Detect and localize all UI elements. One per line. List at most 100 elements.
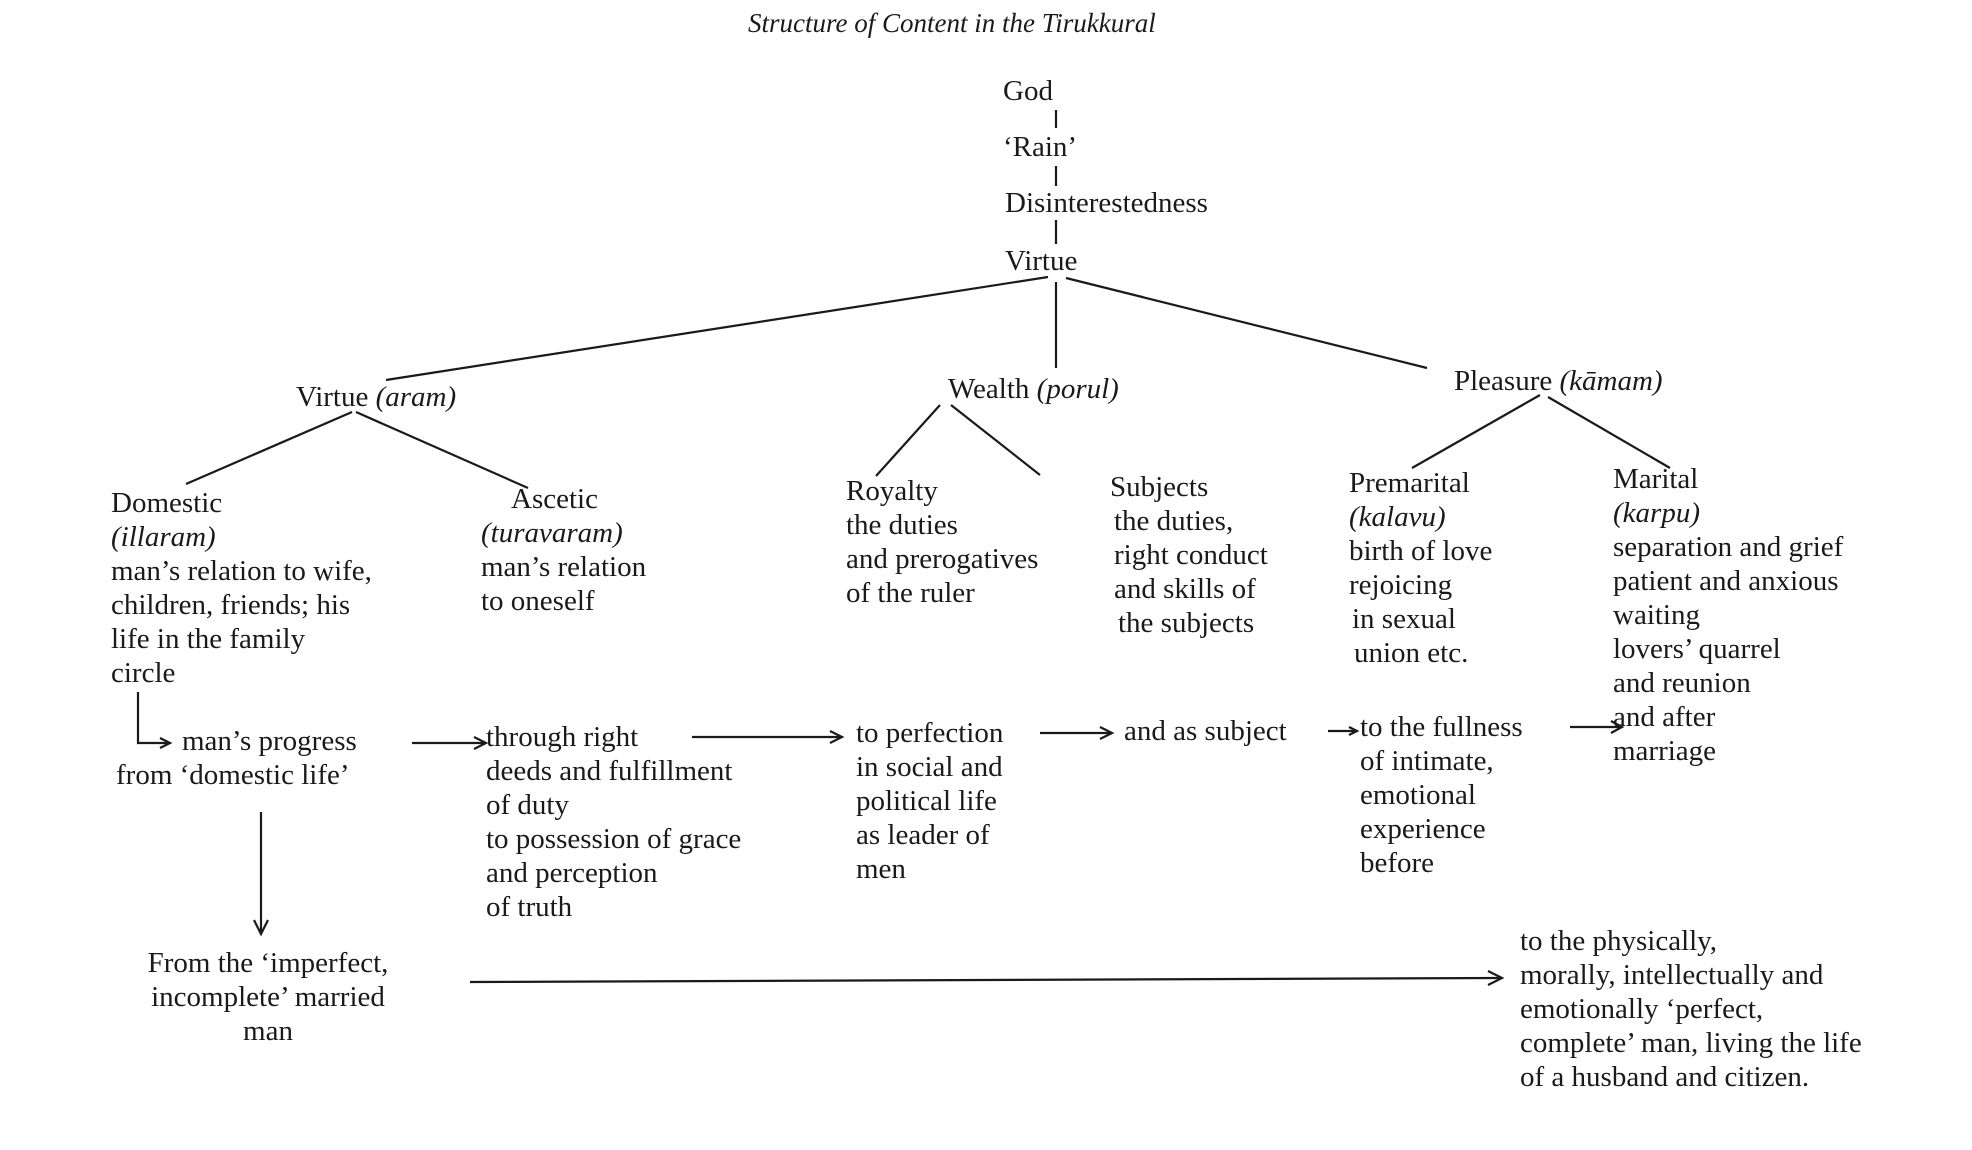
node-royalty: Royalty the duties and prerogatives of t… xyxy=(846,474,1038,610)
desc-line: the duties xyxy=(846,509,958,541)
progress-line: deeds and fulfillment xyxy=(486,755,733,787)
progress-step-fullness: to the fullness of intimate, emotional e… xyxy=(1360,710,1523,880)
branch-virtue-to-pleasure xyxy=(1065,276,1428,370)
subcategory-label: Subjects xyxy=(1110,471,1209,503)
node-god: God xyxy=(1003,75,1053,107)
arrowhead-circle-to-progress xyxy=(159,737,173,749)
progress-line: man’s progress xyxy=(182,725,357,757)
outcome-line: man xyxy=(243,1015,293,1047)
arrow-circle-to-progress xyxy=(136,692,168,745)
progress-line: experience xyxy=(1360,813,1486,845)
progress-line: of intimate, xyxy=(1360,745,1494,777)
arrowhead-right-deeds-to-perfection xyxy=(829,730,845,744)
node-marital: Marital (karpu) separation and grief pat… xyxy=(1613,462,1843,768)
progress-line: as leader of xyxy=(856,819,990,851)
subcategory-label: Premarital xyxy=(1349,467,1470,499)
subcategory-label: Royalty xyxy=(846,475,938,507)
desc-line: waiting xyxy=(1613,599,1700,631)
outcome-line: to the physically, xyxy=(1520,925,1718,957)
arrowhead-progress-to-outcome xyxy=(253,919,269,937)
node-subjects: Subjects the duties, right conduct and s… xyxy=(1110,470,1268,640)
desc-line: and after xyxy=(1613,701,1716,733)
desc-line: right conduct xyxy=(1114,539,1268,571)
node-domestic: Domestic (illaram) man’s relation to wif… xyxy=(111,486,372,690)
outcome-line: complete’ man, living the life xyxy=(1520,1027,1862,1059)
desc-line: and reunion xyxy=(1613,667,1751,699)
progress-line: in social and xyxy=(856,751,1003,783)
outcome-line: morally, intellectually and xyxy=(1520,959,1824,991)
arrowhead-fullness-to-after-marriage xyxy=(1610,720,1625,734)
subcategory-term: (karpu) xyxy=(1613,497,1700,529)
node-virtue-aram: Virtue (aram) xyxy=(296,380,456,414)
progress-line: emotional xyxy=(1360,779,1476,811)
outcome-line: emotionally ‘perfect, xyxy=(1520,993,1764,1025)
category-term: (aram) xyxy=(375,381,457,413)
subcategory-term: (turavaram) xyxy=(481,517,623,549)
node-disinterestedness: Disinterestedness xyxy=(1005,187,1208,219)
arrowhead-progress-to-right-deeds xyxy=(473,736,489,750)
node-wealth-porul: Wealth (porul) xyxy=(948,372,1119,406)
desc-line: patient and anxious xyxy=(1613,565,1839,597)
node-premarital: Premarital (kalavu) birth of love rejoic… xyxy=(1349,466,1492,670)
progress-line: men xyxy=(856,853,906,885)
progress-line: political life xyxy=(856,785,997,817)
progress-step-perfection: to perfection in social and political li… xyxy=(856,716,1003,886)
branch-pleasure-to-premarital xyxy=(1411,394,1541,469)
desc-line: man’s relation xyxy=(481,551,647,583)
arrow-imperfect-to-perfect xyxy=(469,976,1501,984)
diagram-title: Structure of Content in the Tirukkural xyxy=(748,8,1156,38)
arrowhead-imperfect-to-perfect xyxy=(1487,970,1505,986)
desc-line: union etc. xyxy=(1354,637,1469,669)
branch-aram-to-domestic xyxy=(185,410,353,486)
progress-line: and perception xyxy=(486,857,658,889)
branch-wealth-to-subjects xyxy=(950,404,1041,476)
progress-line: to the fullness xyxy=(1360,711,1523,743)
desc-line: and prerogatives xyxy=(846,543,1039,575)
desc-line: lovers’ quarrel xyxy=(1613,633,1781,665)
progress-line: from ‘domestic life’ xyxy=(116,759,350,791)
subcategory-label: Domestic xyxy=(111,487,223,519)
category-label: Pleasure xyxy=(1454,365,1553,397)
desc-line: to oneself xyxy=(481,585,595,617)
progress-line: through right xyxy=(486,721,639,753)
progress-line: of duty xyxy=(486,789,569,821)
outcome-imperfect-man: From the ‘imperfect, incomplete’ married… xyxy=(118,946,418,1048)
arrowhead-subject-to-fullness xyxy=(1348,726,1360,736)
branch-virtue-to-aram xyxy=(385,275,1049,382)
node-pleasure-kamam: Pleasure (kāmam) xyxy=(1454,364,1663,398)
desc-line: circle xyxy=(111,657,176,689)
category-label: Virtue xyxy=(296,381,369,413)
progress-line: to perfection xyxy=(856,717,1004,749)
branch-wealth-to-royalty xyxy=(875,404,941,477)
subcategory-term: (kalavu) xyxy=(1349,501,1446,533)
progress-line: and as subject xyxy=(1124,715,1287,747)
desc-line: in sexual xyxy=(1352,603,1456,635)
desc-line: and skills of xyxy=(1114,573,1256,605)
desc-line: birth of love xyxy=(1349,535,1493,567)
progress-line: to possession of grace xyxy=(486,823,742,855)
outcome-line: of a husband and citizen. xyxy=(1520,1061,1810,1093)
category-label: Wealth xyxy=(948,373,1030,405)
desc-line: man’s relation to wife, xyxy=(111,555,372,587)
progress-line: of truth xyxy=(486,891,573,923)
desc-line: separation and grief xyxy=(1613,531,1844,563)
node-rain: ‘Rain’ xyxy=(1003,131,1078,163)
progress-line: before xyxy=(1360,847,1435,879)
desc-line: of the ruler xyxy=(846,577,975,609)
subcategory-label: Marital xyxy=(1613,463,1699,495)
desc-line: marriage xyxy=(1613,735,1717,767)
outcome-perfect-man: to the physically, morally, intellectual… xyxy=(1520,924,1862,1094)
progress-step-domestic-life: man’s progress from ‘domestic life’ xyxy=(116,724,357,792)
subcategory-term: (illaram) xyxy=(111,521,216,553)
progress-step-right-deeds: through right deeds and fulfillment of d… xyxy=(486,720,741,924)
node-ascetic: Ascetic (turavaram) man’s relation to on… xyxy=(481,482,646,618)
node-virtue-root: Virtue xyxy=(1005,245,1078,277)
branch-aram-to-ascetic xyxy=(355,410,529,490)
desc-line: the subjects xyxy=(1118,607,1255,639)
arrowhead-perfection-to-subject xyxy=(1099,726,1115,740)
desc-line: children, friends; his xyxy=(111,589,351,621)
desc-line: life in the family xyxy=(111,623,306,655)
progress-step-subject: and as subject xyxy=(1124,714,1287,748)
category-term: (kāmam) xyxy=(1559,365,1663,397)
